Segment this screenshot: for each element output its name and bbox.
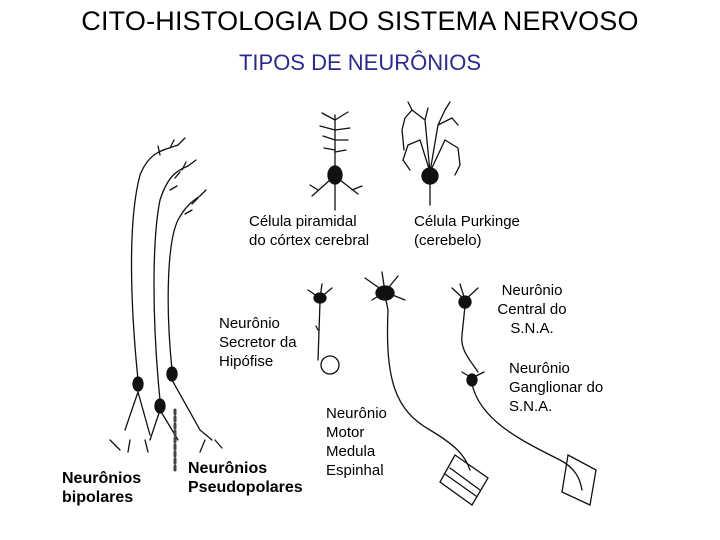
pyramidal-neuron-drawing <box>309 111 363 211</box>
label-ganglionar-neuron: Neurônio Ganglionar do S.N.A. <box>509 360 604 415</box>
label-pyramidal-cell: Célula piramidal do córtex cerebral <box>249 213 370 249</box>
motor-neuron-drawing <box>364 271 489 506</box>
label-motor-neuron: Neurônio Motor Medula Espinhal <box>326 405 387 479</box>
label-pseudopolar-neurons: Neurônios Pseudopolares <box>188 460 303 496</box>
page-title: CITO-HISTOLOGIA DO SISTEMA NERVOSO <box>81 6 639 36</box>
label-purkinje-cell: Célula Purkinge (cerebelo) <box>414 213 520 249</box>
secretory-neuron-drawing <box>307 283 340 375</box>
label-secretory-neuron: Neurônio Secretor da Hipófise <box>219 315 297 370</box>
label-bipolar-neurons: Neurônios bipolares <box>62 470 142 506</box>
bipolar-neurons-drawing <box>109 137 223 453</box>
central-sna-neuron-drawing <box>451 283 479 373</box>
label-central-sna: Neurônio Central do S.N.A. <box>497 282 567 337</box>
purkinje-neuron-drawing <box>401 101 461 206</box>
page-subtitle: TIPOS DE NEURÔNIOS <box>238 50 482 75</box>
